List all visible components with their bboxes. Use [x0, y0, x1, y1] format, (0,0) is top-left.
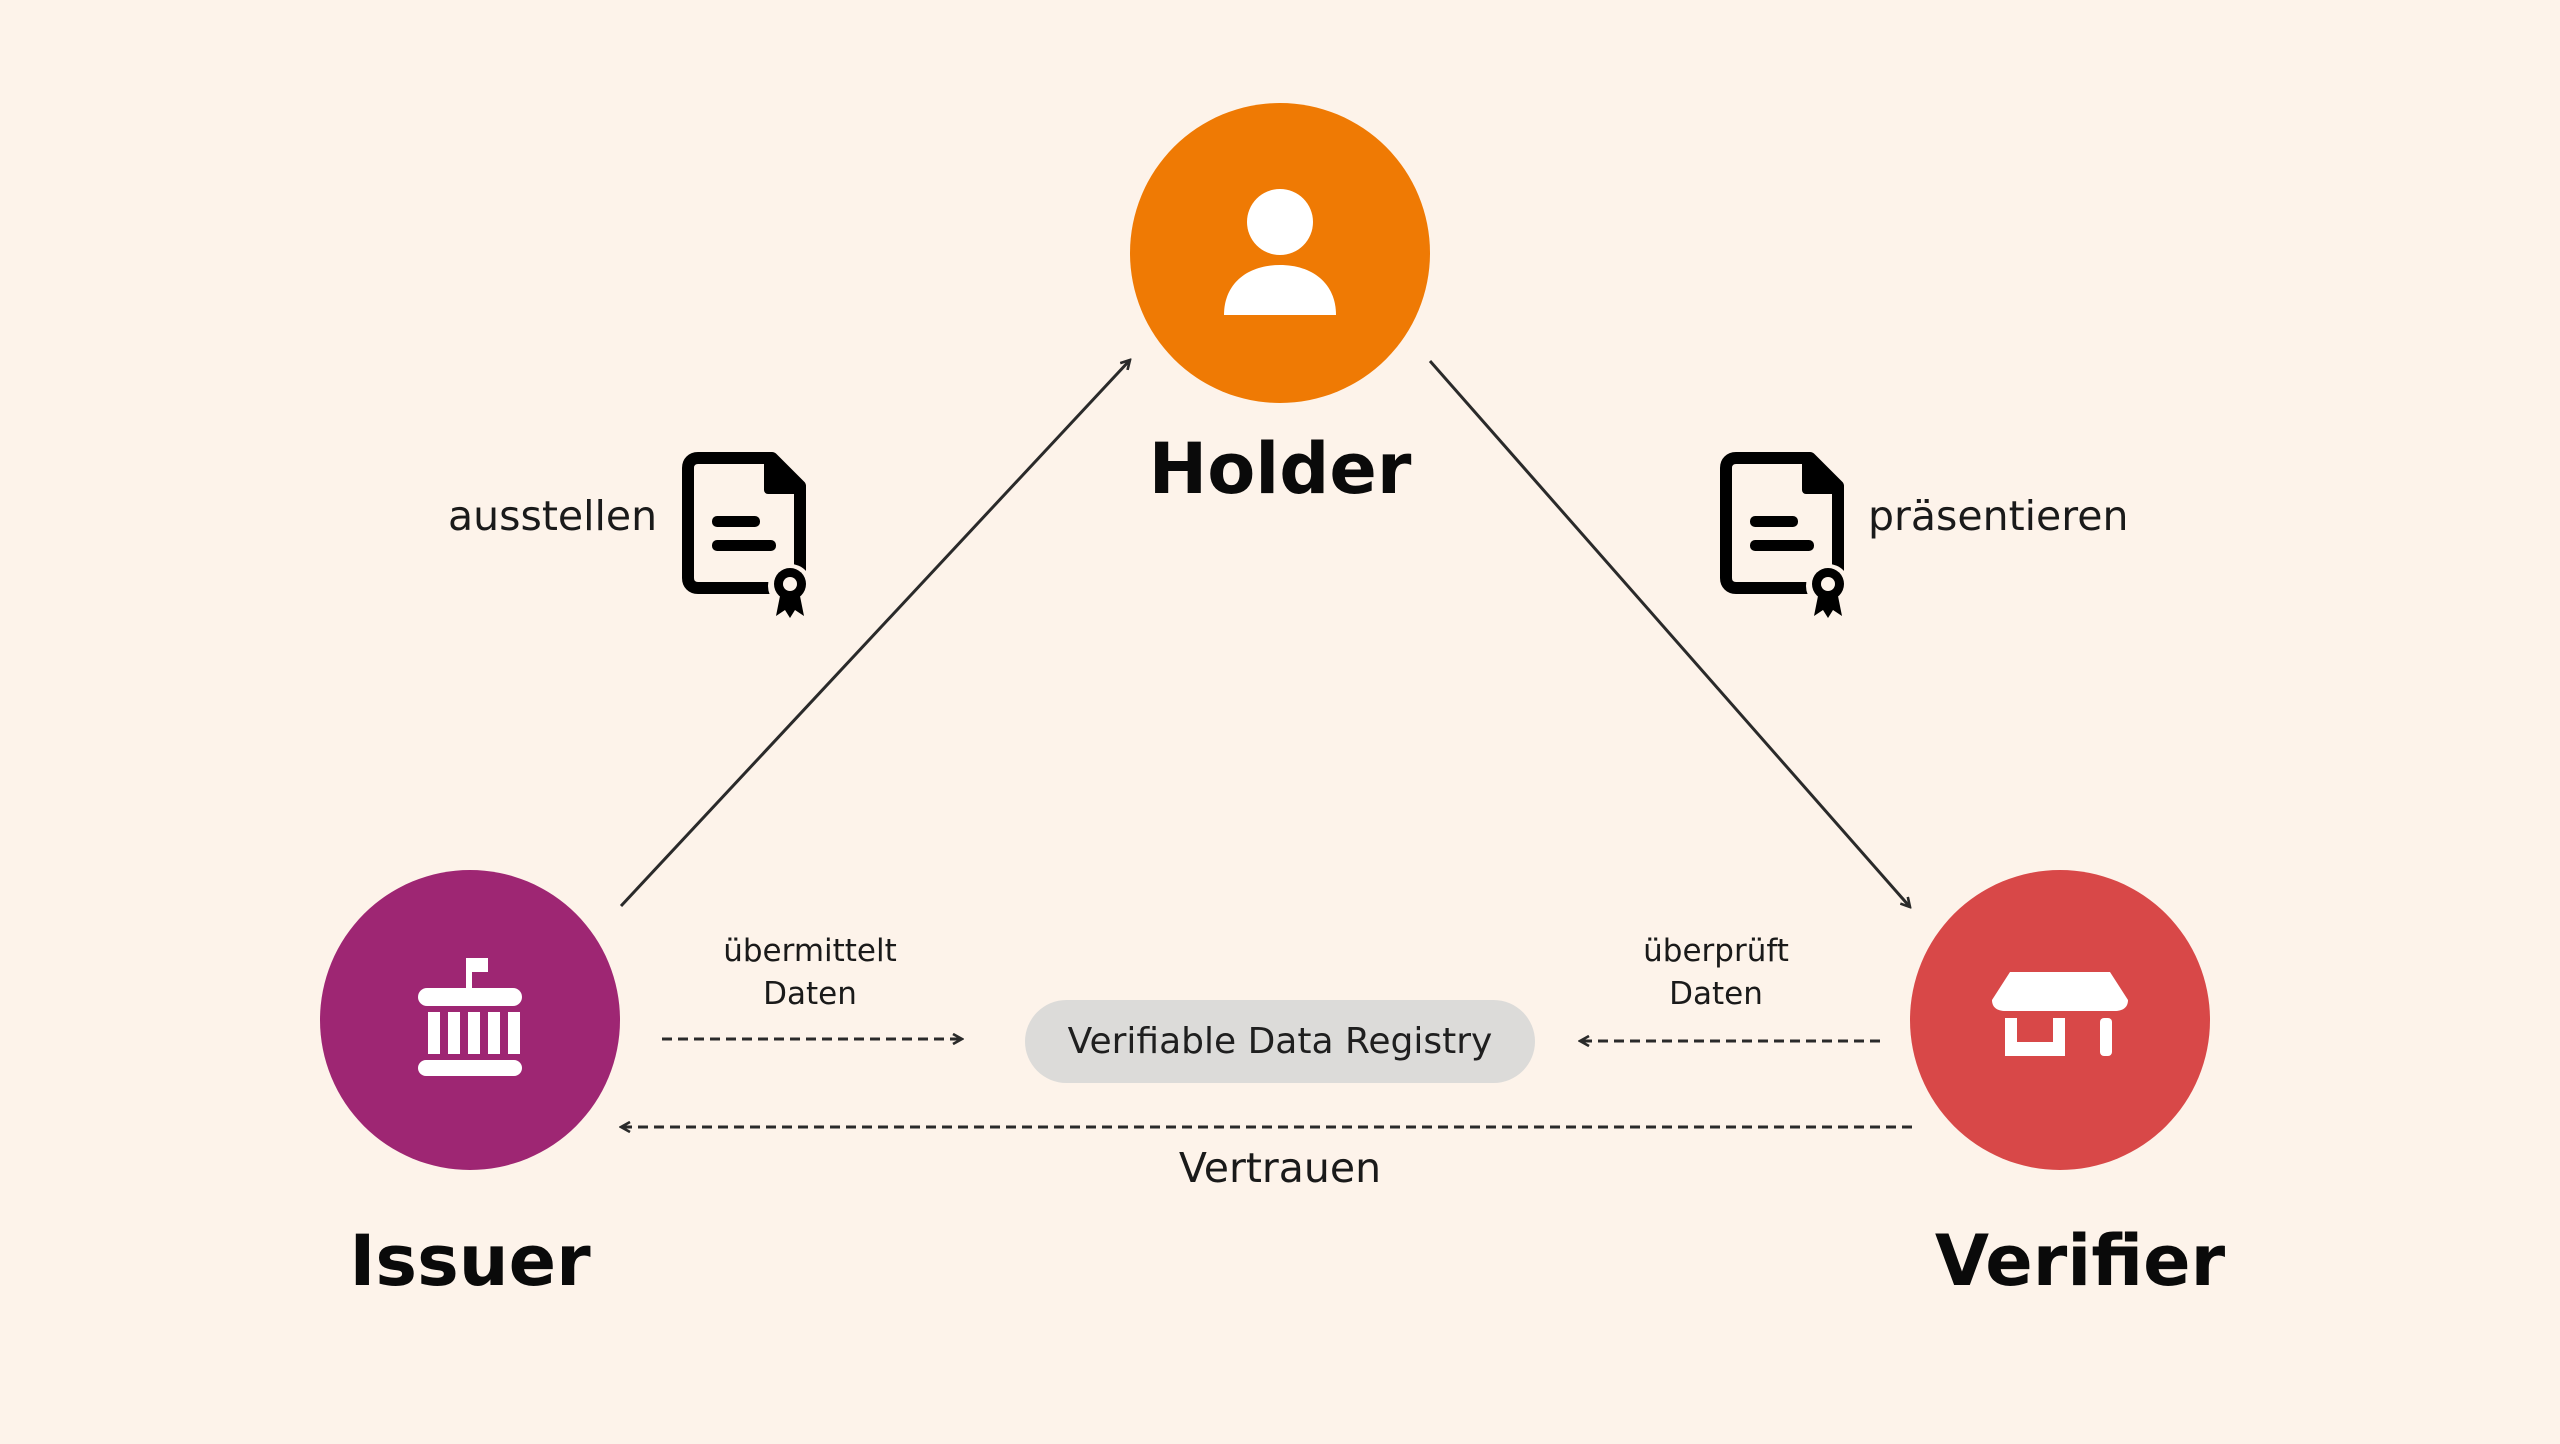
- holder-node: [1130, 103, 1430, 403]
- holder-label: Holder: [1148, 428, 1412, 510]
- storefront-icon: [1992, 972, 2128, 1056]
- issue-label: ausstellen: [448, 492, 658, 540]
- verifier-label: Verifier: [1934, 1220, 2226, 1302]
- trust-label: Vertrauen: [1178, 1144, 1382, 1192]
- certificate-document-icon: [1720, 452, 1850, 618]
- present-arrow: [1428, 360, 1910, 907]
- issuer-transmits-line-2: Daten: [763, 976, 857, 1012]
- issuer-transmits-label: übermittelt Daten: [690, 930, 930, 1016]
- issuer-label: Issuer: [349, 1220, 591, 1302]
- verifier-checks-line-2: Daten: [1669, 976, 1763, 1012]
- verifiable-data-registry: Verifiable Data Registry: [1025, 1000, 1535, 1083]
- verifier-node: [1910, 870, 2210, 1170]
- certificate-document-icon: [682, 452, 812, 618]
- verifier-checks-line-1: überprüft: [1643, 933, 1789, 969]
- present-label: präsentieren: [1868, 492, 2129, 540]
- issuer-node: [320, 870, 620, 1170]
- issue-arrow: [619, 360, 1130, 908]
- government-building-icon: [418, 958, 522, 1076]
- verifier-checks-label: überprüft Daten: [1596, 930, 1836, 1016]
- person-icon: [1224, 189, 1336, 315]
- issuer-transmits-line-1: übermittelt: [723, 933, 897, 969]
